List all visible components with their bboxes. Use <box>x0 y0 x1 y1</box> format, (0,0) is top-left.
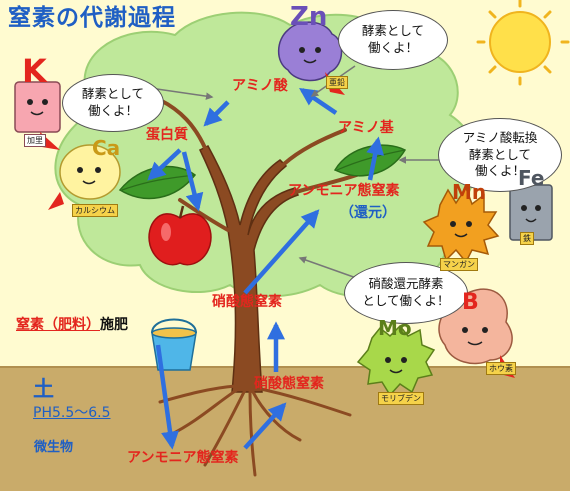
sun-icon <box>476 0 570 86</box>
arrow-ammonia-to-nitrate-lower <box>243 402 287 450</box>
apple-icon <box>148 205 212 266</box>
character-zn-name: 亜鉛 <box>326 76 348 89</box>
arrow-protein-to-leaf <box>147 148 182 181</box>
tree-roots <box>158 384 352 477</box>
fertilizer-bucket-icon <box>151 318 197 371</box>
leaf-right <box>333 144 407 177</box>
tree-trunk <box>199 145 300 393</box>
label-fertilizer: 窒素（肥料）施肥 <box>16 317 128 333</box>
character-mn <box>422 186 500 264</box>
character-mn-symbol: Mn <box>452 180 487 204</box>
label-amino-acid: アミノ酸 <box>232 78 288 94</box>
bubble-k-line-2: 働くよ！ <box>87 103 138 118</box>
bubble-mn-fe-line-2: 酵素として <box>468 146 532 162</box>
soil-title: 土 <box>33 377 54 401</box>
bubble-k-line-1: 酵素として <box>81 86 145 102</box>
character-b-name: ホウ素 <box>486 362 516 375</box>
tree-branches <box>158 98 372 232</box>
arrow-ammonia-to-amino-group <box>366 136 385 181</box>
diagram-title: 窒素の代謝過程 <box>8 5 176 31</box>
label-ammonia-nitrogen-bottom: アンモニア態窒素 <box>127 450 239 466</box>
label-ammonia-nitrogen-top: アンモニア態窒素 <box>288 183 400 199</box>
label-fertilizer-nitrogen: 窒素（肥料） <box>16 317 100 333</box>
label-nitrate-nitrogen-upper: 硝酸態窒素 <box>212 294 282 310</box>
label-reduction: （還元） <box>340 205 396 221</box>
character-fe <box>509 184 553 241</box>
character-ca-name: カルシウム <box>72 204 118 217</box>
character-mo-name: モリブデン <box>378 392 424 405</box>
character-zn-symbol: Zn <box>290 2 328 32</box>
arrow-bucket-to-ammonia <box>155 344 179 450</box>
speech-bubble-mo-b: 硝酸還元酵素 として働くよ！ <box>344 262 468 324</box>
character-mo-symbol: Mo <box>378 316 412 340</box>
bubble-mn-fe-line-1: アミノ酸転換 <box>462 129 538 145</box>
speech-bubble-mn-fe: アミノ酸転換 酵素として 働くよ！ <box>438 118 562 192</box>
bubble-zn-line-2: 働くよ！ <box>367 40 418 55</box>
character-ca <box>48 144 121 210</box>
soil-ph: PH5.5～6.5 <box>33 405 111 421</box>
label-nitrate-nitrogen-lower: 硝酸態窒素 <box>254 376 324 392</box>
bubble-mo-b-line-2: として働くよ！ <box>362 293 450 308</box>
bubble-mo-b-line-1: 硝酸還元酵素 <box>368 276 444 292</box>
arrow-amino-acid-to-protein <box>203 100 230 127</box>
label-fertilizer-apply: 施肥 <box>100 317 128 333</box>
character-ca-symbol: Ca <box>92 136 121 160</box>
arrow-nitrate-to-ammonia-top <box>243 209 320 295</box>
character-k-name: 加里 <box>24 134 46 147</box>
soil-microbes: 微生物 <box>34 440 74 455</box>
bubble-zn-line-1: 酵素として <box>361 23 425 39</box>
character-b-symbol: B <box>462 290 479 315</box>
label-protein: 蛋白質 <box>146 127 188 143</box>
character-mo <box>356 324 436 397</box>
character-fe-name: 鉄 <box>520 232 534 245</box>
arrow-protein-to-apple <box>181 151 204 212</box>
arrow-amino-group-to-amino-acid <box>299 87 338 115</box>
bubble-mn-fe-line-3: 働くよ！ <box>474 163 525 179</box>
character-k-symbol: K <box>22 52 47 90</box>
character-mn-name: マンガン <box>440 258 478 271</box>
label-amino-group: アミノ基 <box>338 120 394 136</box>
character-fe-symbol: Fe <box>518 166 545 190</box>
flow-arrows <box>147 87 385 450</box>
speech-bubble-k: 酵素として 働くよ！ <box>62 74 164 132</box>
speech-bubble-zn: 酵素として 働くよ！ <box>338 10 448 70</box>
